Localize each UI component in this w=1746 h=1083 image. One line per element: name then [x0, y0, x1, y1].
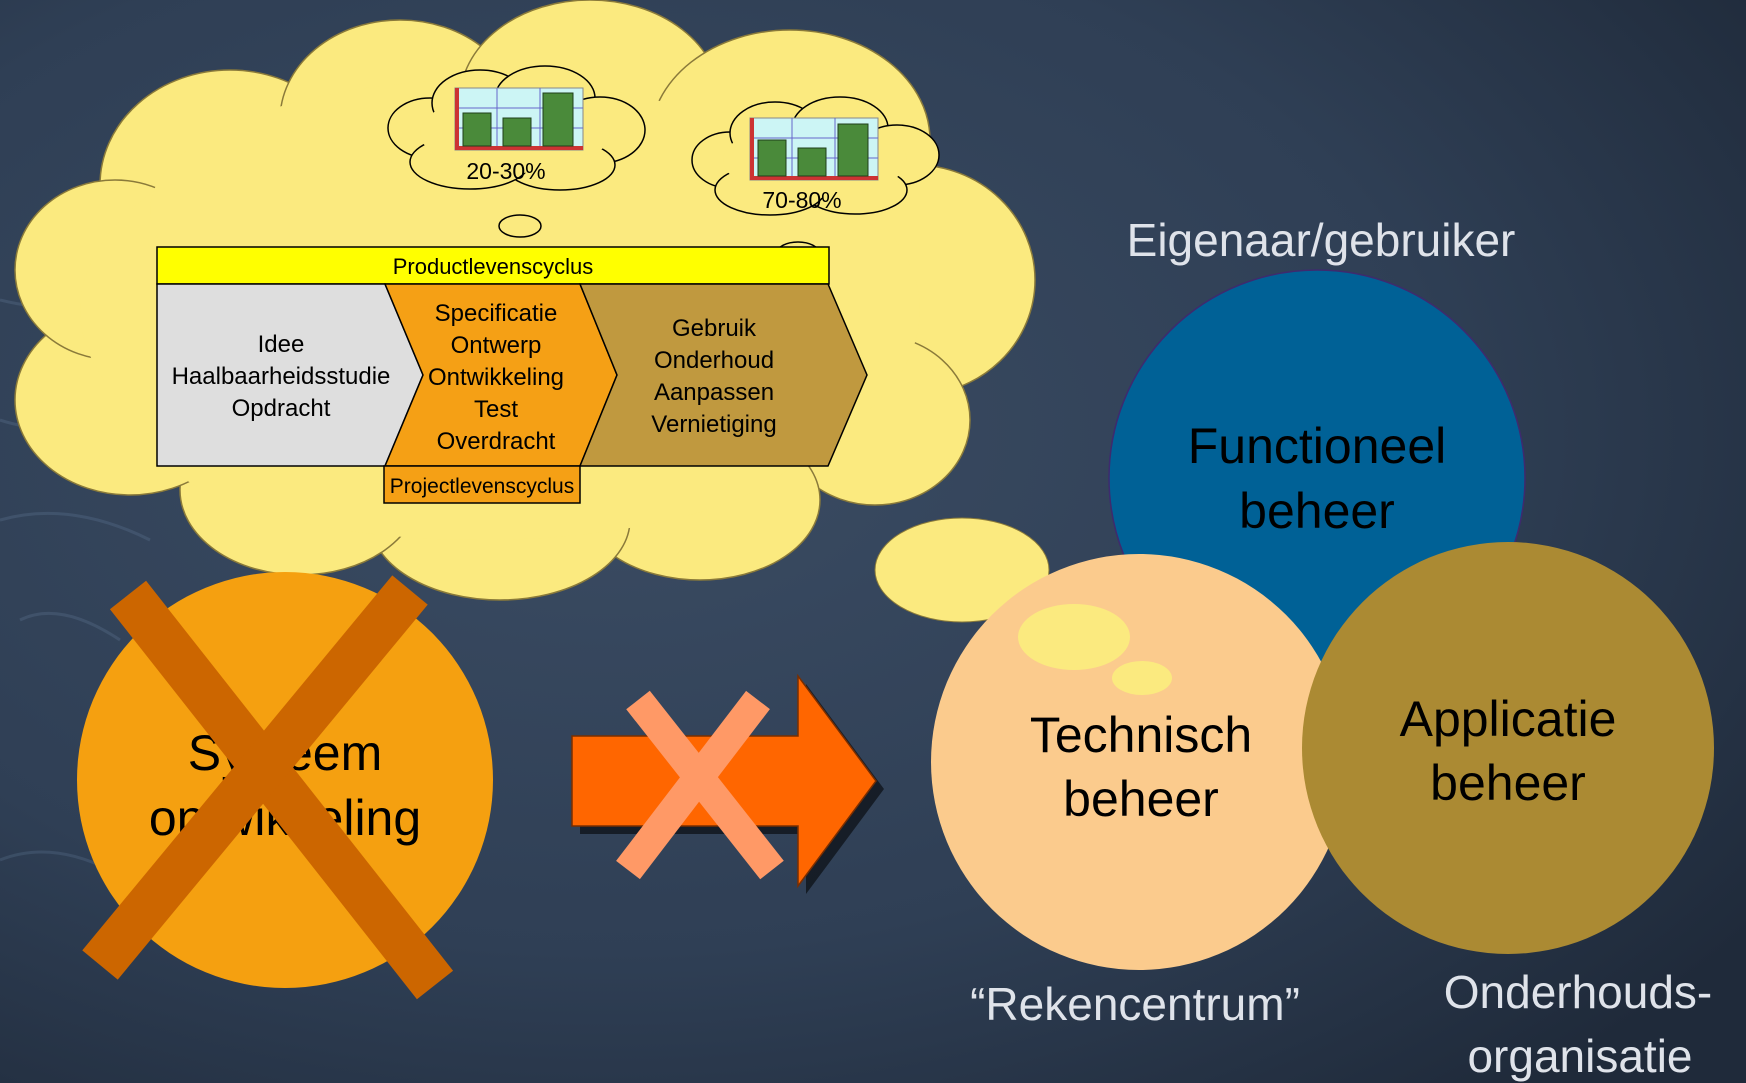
project-lifecycle-label: Projectlevenscyclus [390, 475, 574, 498]
phase-2-line-2: Ontwerp [451, 332, 542, 359]
phase-3-line-1: Gebruik [672, 315, 757, 342]
applicatie-line-2: beheer [1430, 755, 1586, 811]
thought-bubble-small-1 [1018, 604, 1130, 670]
phase-3-line-2: Onderhoud [654, 347, 774, 374]
phase-1-line-1: Idee [258, 331, 305, 358]
phase-1-line-2: Haalbaarheidsstudie [172, 363, 391, 390]
applicatie-caption-line-2: organisatie [1467, 1030, 1692, 1082]
functioneel-caption: Eigenaar/gebruiker [1127, 214, 1516, 266]
functioneel-line-2: beheer [1239, 483, 1395, 539]
thought-bubble-small-2 [1112, 661, 1172, 695]
phase-gebruik [578, 283, 868, 467]
phase-3-line-4: Vernietiging [651, 411, 776, 438]
bar-chart-money-icon [454, 87, 584, 151]
applicatie-beheer-circle [1302, 542, 1714, 954]
phase-2-line-1: Specificatie [435, 300, 558, 327]
phase-1-line-3: Opdracht [232, 395, 331, 422]
thought-bubble-connector [874, 517, 1050, 623]
phase-2-line-5: Overdracht [437, 428, 556, 455]
phase-3-line-3: Aanpassen [654, 379, 774, 406]
small-cloud-2-label: 70-80% [762, 187, 841, 213]
arrow-cross-out-icon [616, 690, 784, 880]
applicatie-line-1: Applicatie [1400, 691, 1617, 747]
phase-2-line-4: Test [474, 396, 518, 423]
product-lifecycle-label: Productlevenscyclus [393, 254, 594, 279]
project-lifecycle-bar [383, 465, 581, 504]
small-cloud-1-label: 20-30% [466, 158, 545, 184]
technisch-line-1: Technisch [1030, 707, 1252, 763]
technisch-caption: “Rekencentrum” [970, 978, 1300, 1030]
applicatie-caption-line-1: Onderhouds- [1444, 966, 1713, 1018]
technisch-line-2: beheer [1063, 771, 1219, 827]
right-arrow-icon [571, 673, 884, 894]
bar-chart-money-icon [749, 117, 879, 181]
phase-2-line-3: Ontwikkeling [428, 364, 564, 391]
product-lifecycle-bar [156, 246, 830, 285]
functioneel-line-1: Functioneel [1188, 418, 1447, 474]
cross-out-icon [82, 575, 454, 1000]
